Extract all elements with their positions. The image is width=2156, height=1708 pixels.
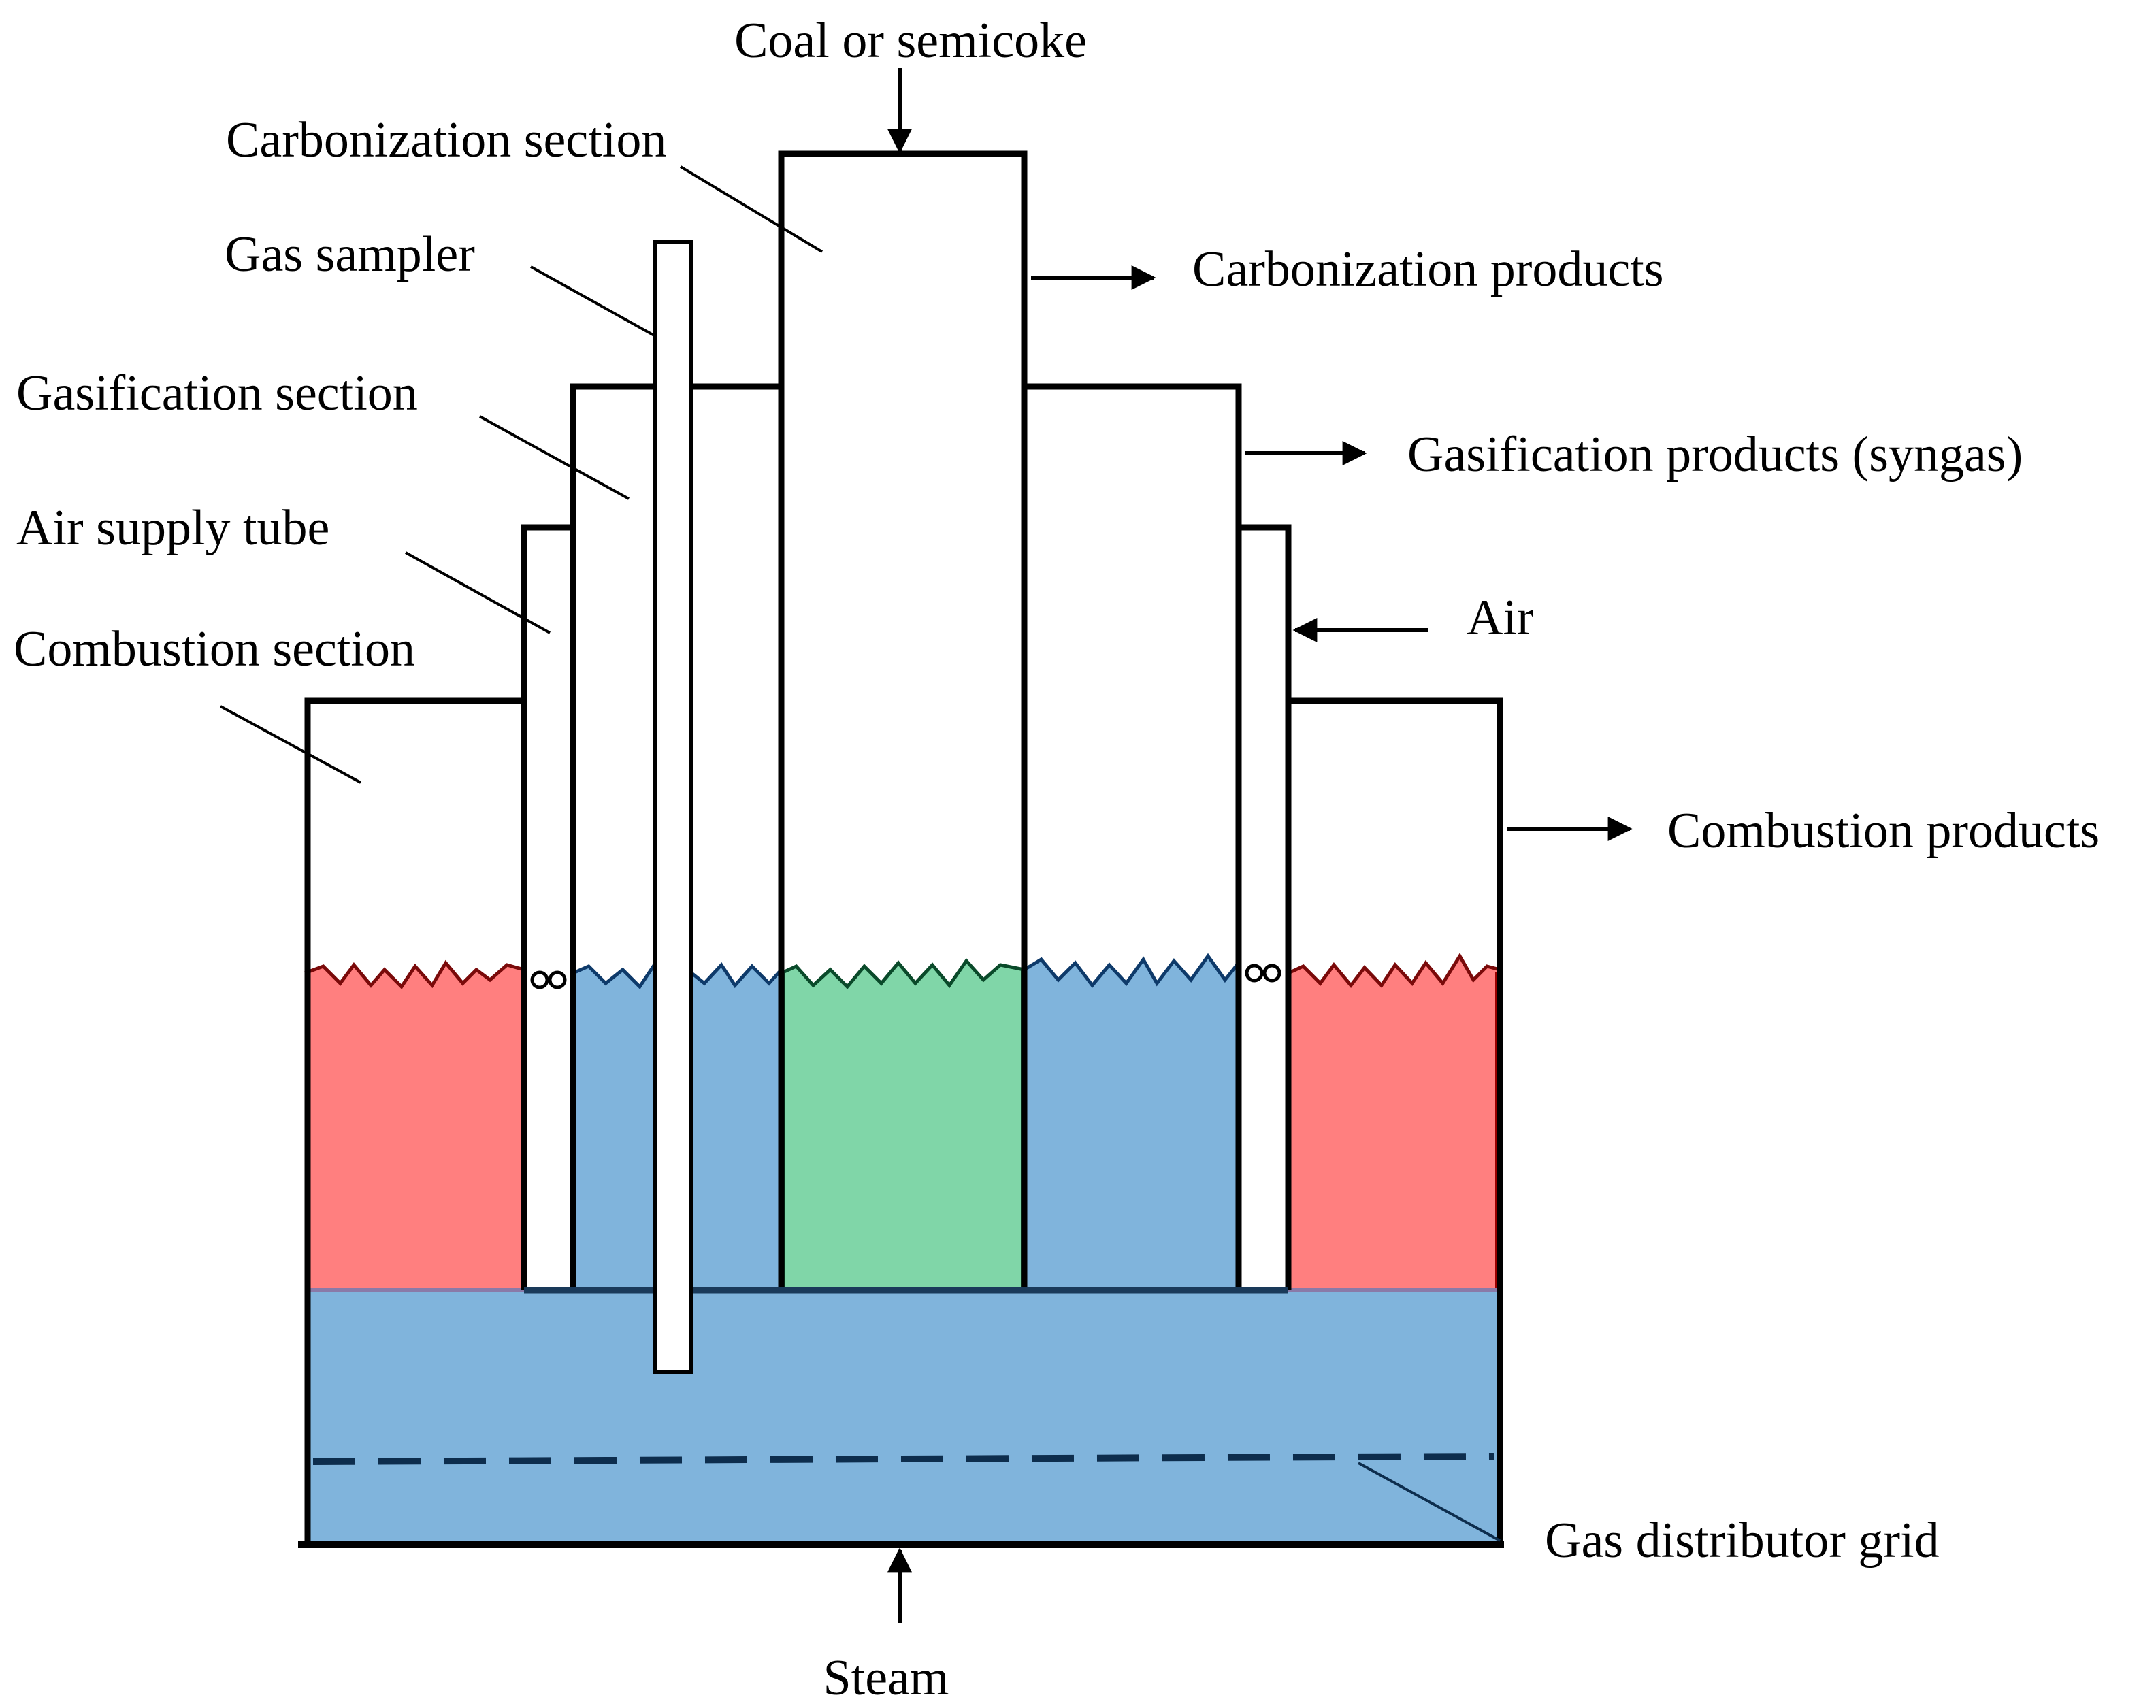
gas-distributor-grid bbox=[312, 1453, 1494, 1465]
label-combustion-products: Combustion products bbox=[1667, 803, 2100, 859]
air-supply-tube-left bbox=[521, 524, 576, 1290]
gasification-shell-right bbox=[1024, 383, 1242, 527]
combustion-bed-left bbox=[305, 963, 524, 1290]
label-carbonization-section: Carbonization section bbox=[226, 112, 666, 168]
leader-combustion-section bbox=[220, 705, 361, 784]
combustion-shell-left bbox=[304, 697, 524, 1545]
leader-gas-sampler bbox=[530, 265, 656, 338]
leader-carbonization-section bbox=[679, 165, 823, 253]
carbonization-surface bbox=[780, 957, 1025, 989]
gasification-shell-left bbox=[570, 383, 781, 527]
label-gas-sampler: Gas sampler bbox=[225, 227, 475, 282]
combustion-surface-left bbox=[304, 959, 525, 989]
label-gasification-section: Gasification section bbox=[16, 365, 418, 421]
bottom-fluidized-bed bbox=[305, 1290, 1500, 1542]
label-coal-or-semicoke: Coal or semicoke bbox=[734, 13, 1087, 69]
air-orifice-left-2 bbox=[548, 970, 567, 989]
label-gasification-products: Gasification products (syngas) bbox=[1407, 427, 2023, 482]
air-orifice-right-2 bbox=[1262, 964, 1281, 983]
label-air: Air bbox=[1467, 590, 1534, 646]
leader-gas-distributor-grid bbox=[1358, 1462, 1501, 1542]
label-steam: Steam bbox=[823, 1650, 949, 1706]
gas-sampler-tube bbox=[653, 240, 693, 1374]
air-orifice-right-1 bbox=[1245, 964, 1264, 983]
combustion-shell-right bbox=[1288, 697, 1503, 1545]
label-carbonization-products: Carbonization products bbox=[1192, 242, 1664, 297]
label-combustion-section: Combustion section bbox=[14, 621, 415, 677]
leader-gasification-section bbox=[479, 415, 630, 500]
label-air-supply-tube: Air supply tube bbox=[16, 500, 329, 556]
gasification-surface-right bbox=[1023, 953, 1240, 989]
combustion-bed-right bbox=[1288, 956, 1500, 1290]
leader-air-supply-tube bbox=[405, 551, 551, 634]
air-supply-tube-right bbox=[1235, 524, 1292, 1290]
combustion-surface-right bbox=[1287, 953, 1501, 988]
label-gas-distributor-grid: Gas distributor grid bbox=[1545, 1513, 1940, 1569]
air-orifice-left-1 bbox=[530, 970, 549, 989]
gasification-bed-right bbox=[1024, 956, 1239, 1290]
carbonization-shell bbox=[778, 150, 1028, 1290]
carbonization-bed bbox=[781, 961, 1024, 1290]
